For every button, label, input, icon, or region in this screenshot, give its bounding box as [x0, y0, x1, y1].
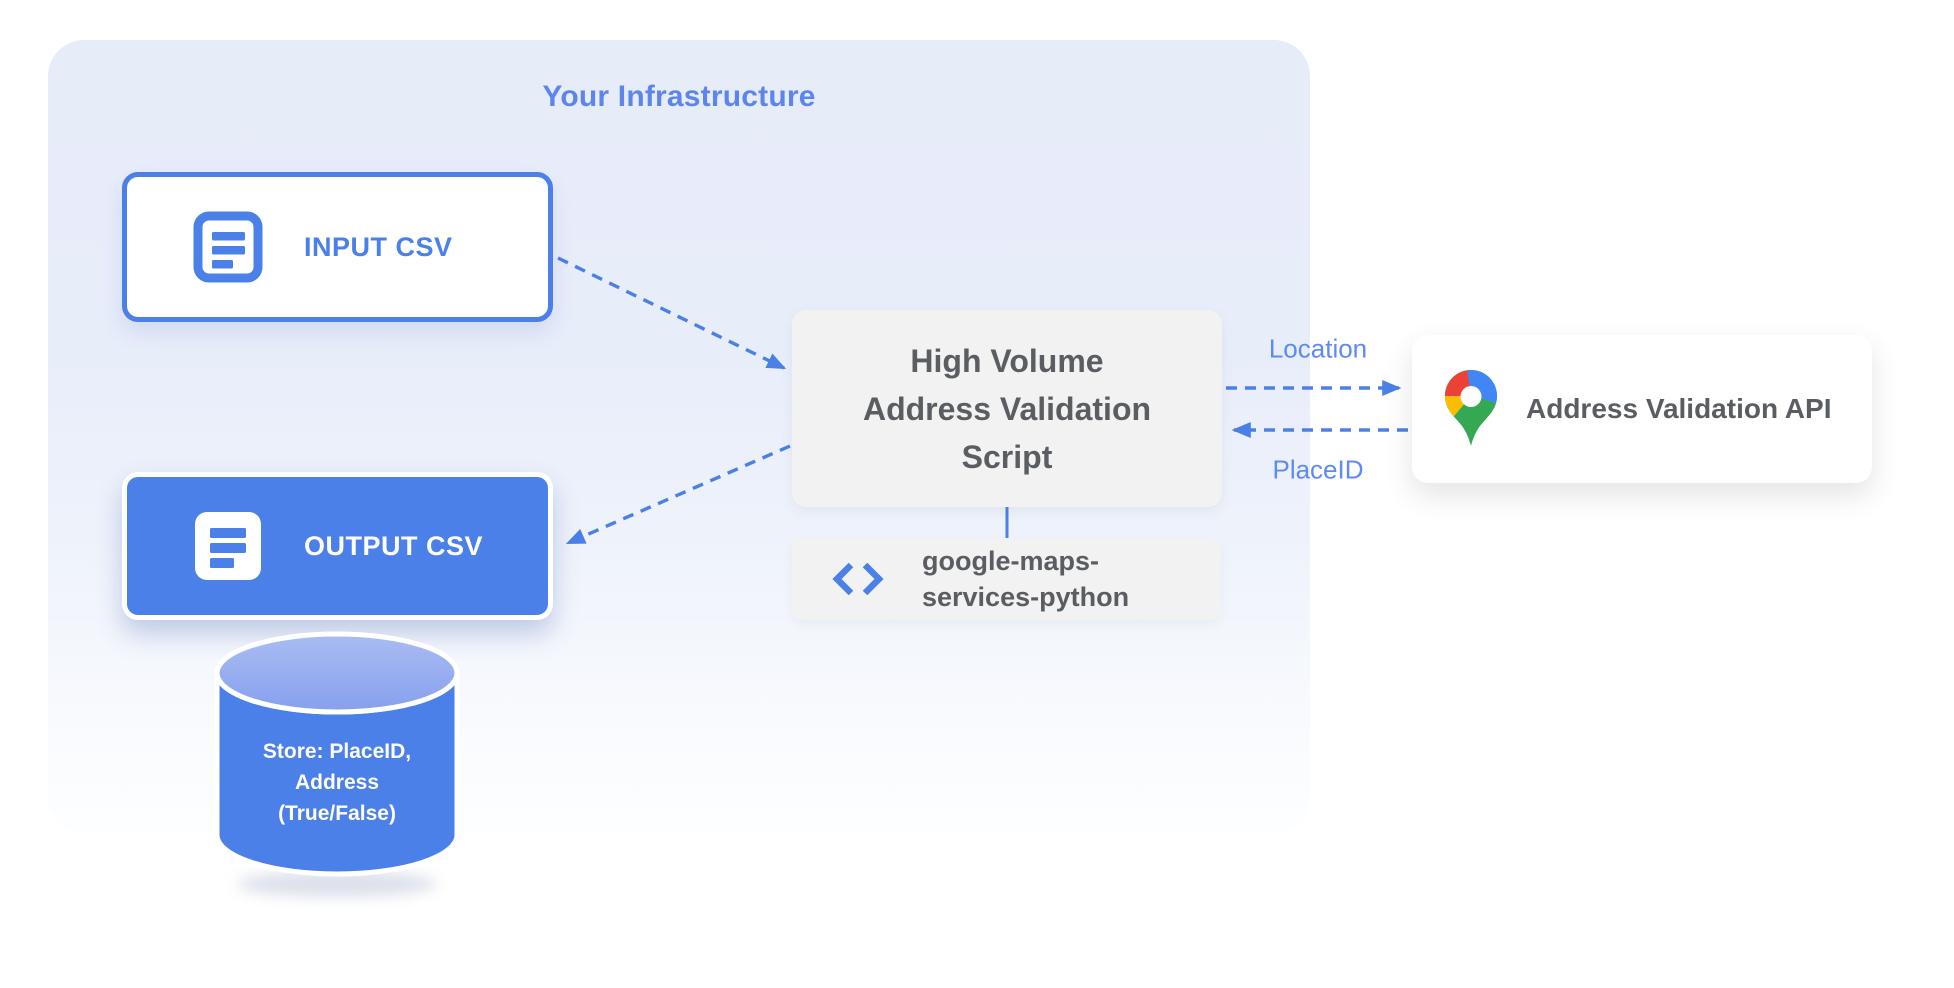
input-csv-label: INPUT CSV — [304, 231, 453, 262]
library-label: google-maps- services-python — [922, 543, 1129, 615]
location-edge-label: Location — [1268, 333, 1368, 364]
infrastructure-title: Your Infrastructure — [542, 80, 816, 113]
code-icon — [832, 562, 884, 596]
datastore-label-line: Store: PlaceID, — [262, 740, 412, 763]
script-label-line: Address Validation — [862, 390, 1152, 427]
document-icon — [195, 512, 261, 580]
output-csv-label: OUTPUT CSV — [304, 530, 484, 561]
node-address-validation-api: Address Validation API — [1412, 335, 1872, 483]
api-label: Address Validation API — [1526, 393, 1832, 424]
node-input-csv: INPUT CSV — [122, 172, 553, 322]
datastore-label-line: Address — [294, 771, 380, 794]
library-label-line: services-python — [922, 582, 1130, 612]
node-library: google-maps- services-python — [792, 538, 1221, 620]
script-label-line: High Volume — [910, 342, 1104, 379]
google-maps-pin-icon — [1445, 370, 1497, 446]
script-label-line: Script — [961, 438, 1053, 475]
library-label-line: google-maps- — [922, 546, 1100, 576]
document-icon — [193, 211, 263, 283]
placeid-edge-label: PlaceID — [1272, 454, 1364, 485]
datastore-label: Store: PlaceID, Address (True/False) — [217, 736, 457, 829]
node-validation-script: High Volume Address Validation Script — [792, 310, 1222, 507]
database-cylinder-icon — [214, 631, 460, 897]
datastore-label-line: (True/False) — [278, 802, 396, 825]
node-output-csv: OUTPUT CSV — [122, 472, 553, 620]
